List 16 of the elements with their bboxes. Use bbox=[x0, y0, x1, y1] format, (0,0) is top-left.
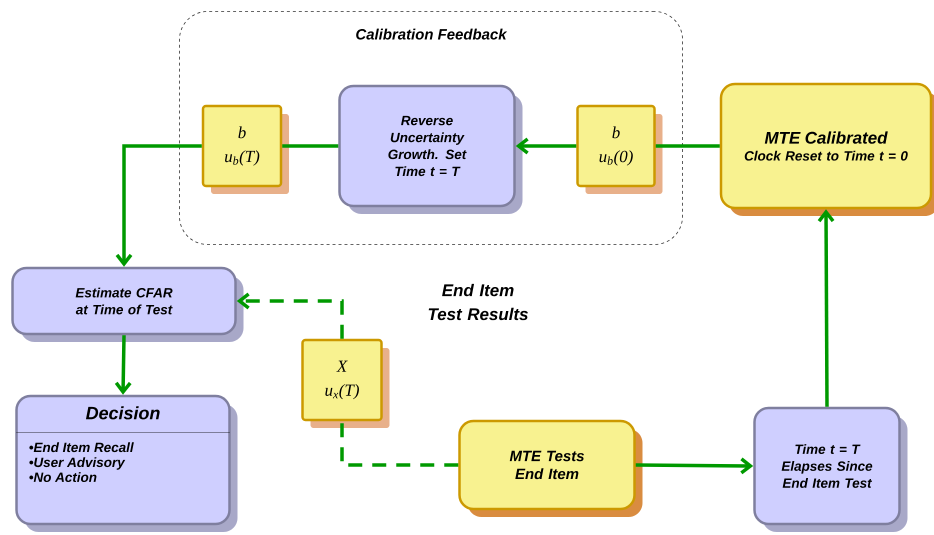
variable-box: b u$_{b}$(T) bbox=[202, 104, 289, 194]
arrow bbox=[114, 335, 132, 395]
process-box: Estimate CFAR at Time of Test bbox=[11, 266, 244, 342]
process-box: MTE Calibrated Clock Reset to Time t = 0 bbox=[720, 82, 934, 216]
process-box: Time t = T Elapses Since End Item Test bbox=[753, 406, 908, 532]
variable-box: X u$_{x}$(T) bbox=[301, 338, 390, 428]
arrow bbox=[116, 144, 202, 267]
arrow bbox=[636, 458, 754, 474]
process-box: Reverse Uncertainty Growth. Set Time t = T bbox=[338, 84, 522, 214]
process-box: MTE Tests End Item bbox=[458, 420, 642, 517]
decision-box: Decision •End Item Recall •User Advisory •No Action bbox=[15, 394, 238, 532]
arrow bbox=[236, 292, 344, 339]
annotation-text: End Item Test Results bbox=[428, 284, 528, 320]
arrow bbox=[516, 138, 576, 154]
arrow bbox=[818, 209, 834, 407]
variable-box: b u$_{b}$(0) bbox=[576, 104, 662, 194]
